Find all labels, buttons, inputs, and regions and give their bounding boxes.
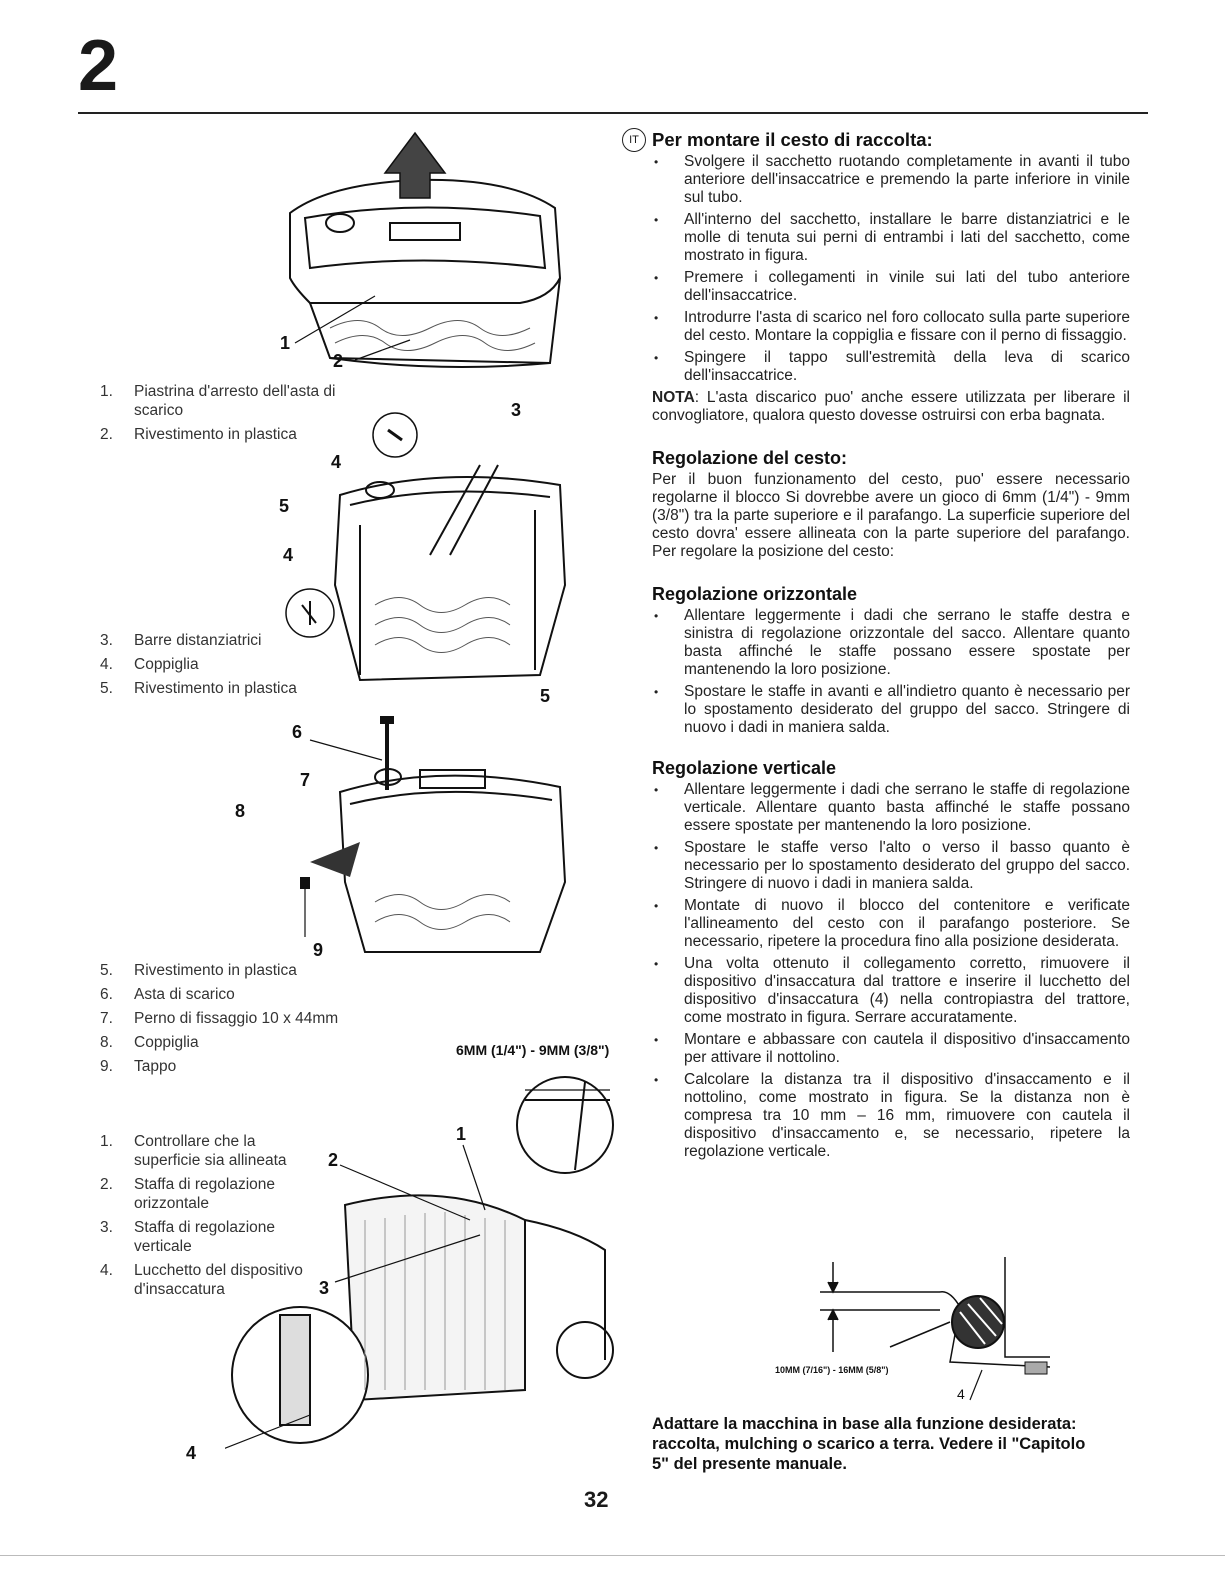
- footer-rule: [0, 1555, 1225, 1556]
- instructions-column: Per montare il cesto di raccolta: Svolge…: [652, 129, 1130, 1165]
- callout-f3-8: 8: [235, 801, 246, 821]
- figure-catcher-top: [289, 131, 562, 368]
- list-item: Montare e abbassare con cautela il dispo…: [652, 1031, 1130, 1067]
- callout-f5-gap: 10MM (7/16") - 16MM (5/8"): [775, 1365, 889, 1375]
- list-item: Spingere il tappo sull'estremità della l…: [652, 349, 1130, 385]
- list-item: Una volta ottenuto il collegamento corre…: [652, 955, 1130, 1027]
- section-title-horizontal: Regolazione orizzontale: [652, 584, 858, 604]
- legend-text: Coppiglia: [134, 656, 199, 673]
- legend-fig4: 1. Controllare che la superficie sia alli…: [100, 1132, 315, 1304]
- callout-f4-1: 1: [456, 1124, 467, 1144]
- list-item: Allentare leggermente i dadi che serrano…: [652, 607, 1130, 679]
- legend-num: 2.: [100, 1176, 113, 1193]
- language-badge: IT: [622, 128, 646, 152]
- adjust-paragraph: Per il buon funzionamento del cesto, puo…: [652, 471, 1130, 560]
- legend-text: Lucchetto del dispositivo d'insaccatura: [134, 1262, 303, 1298]
- list-item: Allentare leggermente i dadi che serrano…: [652, 781, 1130, 835]
- figure-bracket-adjustment: [225, 1076, 614, 1449]
- callout-f2-5b: 5: [540, 686, 551, 706]
- figure-discharge-rod: [300, 716, 567, 953]
- callout-f3-7: 7: [300, 770, 311, 790]
- vertical-steps: Allentare leggermente i dadi che serrano…: [652, 781, 1130, 1161]
- chapter-number: 2: [78, 26, 119, 106]
- section-title-adjust: Regolazione del cesto:: [652, 448, 848, 468]
- callout-f3-9: 9: [313, 940, 324, 960]
- legend-num: 1.: [100, 383, 113, 400]
- callout-f4-3: 3: [319, 1278, 330, 1298]
- section-title-vertical: Regolazione verticale: [652, 758, 837, 778]
- legend-num: 1.: [100, 1133, 113, 1150]
- legend-fig3: 5. Rivestimento in plastica 6. Asta di sca…: [100, 961, 390, 1081]
- callout-f2-4a: 4: [331, 452, 342, 472]
- note-paragraph: NOTA: L'asta discarico puo' anche essere…: [652, 389, 1130, 425]
- legend-num: 2.: [100, 426, 113, 443]
- legend-text: Asta di scarico: [134, 986, 235, 1003]
- legend-text: Rivestimento in plastica: [134, 962, 297, 979]
- legend-text: Rivestimento in plastica: [134, 426, 297, 443]
- legend-num: 5.: [100, 680, 113, 697]
- legend-text: Perno di fissaggio 10 x 44mm: [134, 1010, 339, 1027]
- callout-f3-6: 6: [292, 722, 303, 742]
- legend-text: Tappo: [134, 1058, 177, 1075]
- legend-num: 4.: [100, 1262, 113, 1279]
- list-item: Spostare le staffe verso l'alto o verso …: [652, 839, 1130, 893]
- callout-f2-4b: 4: [283, 545, 294, 565]
- list-item: Spostare le staffe in avanti e all'indie…: [652, 683, 1130, 737]
- legend-num: 3.: [100, 632, 113, 649]
- figure-latch-distance: [820, 1257, 1051, 1401]
- note-text: : L'asta discarico puo' anche essere uti…: [652, 389, 1130, 424]
- legend-text: Staffa di regolazione orizzontale: [134, 1176, 276, 1212]
- horizontal-steps: Allentare leggermente i dadi che serrano…: [652, 607, 1130, 737]
- legend-text: Coppiglia: [134, 1034, 199, 1051]
- note-label: NOTA: [652, 389, 695, 406]
- legend-num: 7.: [100, 1010, 113, 1027]
- closing-note: Adattare la macchina in base alla funzio…: [652, 1415, 1086, 1473]
- callout-f1-1: 1: [280, 333, 291, 353]
- legend-text: Piastrina d'arresto dell'asta di scarico: [134, 383, 336, 419]
- legend-num: 5.: [100, 962, 113, 979]
- callout-f4-gap: 6MM (1/4") - 9MM (3/8"): [456, 1042, 610, 1058]
- header-rule: [78, 112, 1148, 114]
- callout-f1-2: 2: [333, 351, 344, 371]
- list-item: All'interno del sacchetto, installare le…: [652, 211, 1130, 265]
- page-number: 32: [584, 1487, 609, 1512]
- legend-fig2: 3. Barre distanziatrici 4. Coppiglia 5. Riv…: [100, 631, 360, 703]
- section-title-mount: Per montare il cesto di raccolta:: [652, 129, 933, 150]
- legend-num: 8.: [100, 1034, 113, 1051]
- legend-text: Controllare che la superficie sia alline…: [134, 1133, 287, 1169]
- legend-num: 6.: [100, 986, 113, 1003]
- legend-text: Staffa di regolazione verticale: [134, 1219, 276, 1255]
- legend-text: Barre distanziatrici: [134, 632, 262, 649]
- callout-f2-5a: 5: [279, 496, 290, 516]
- legend-num: 3.: [100, 1219, 113, 1236]
- callout-f4-4: 4: [186, 1443, 197, 1463]
- list-item: Montate di nuovo il blocco del contenito…: [652, 897, 1130, 951]
- mount-steps: Svolgere il sacchetto ruotando completam…: [652, 153, 1130, 385]
- list-item: Premere i collegamenti in vinile sui lat…: [652, 269, 1130, 305]
- legend-num: 4.: [100, 656, 113, 673]
- callout-f5-4: 4: [957, 1386, 965, 1402]
- list-item: Calcolare la distanza tra il dispositivo…: [652, 1071, 1130, 1161]
- legend-fig1: 1. Piastrina d'arresto dell'asta di scari…: [100, 382, 380, 449]
- legend-num: 9.: [100, 1058, 113, 1075]
- legend-text: Rivestimento in plastica: [134, 680, 297, 697]
- list-item: Svolgere il sacchetto ruotando completam…: [652, 153, 1130, 207]
- figure-spacer-bars: [285, 412, 567, 682]
- callout-f4-2: 2: [328, 1150, 339, 1170]
- list-item: Introdurre l'asta di scarico nel foro co…: [652, 309, 1130, 345]
- callout-f2-3: 3: [511, 400, 522, 420]
